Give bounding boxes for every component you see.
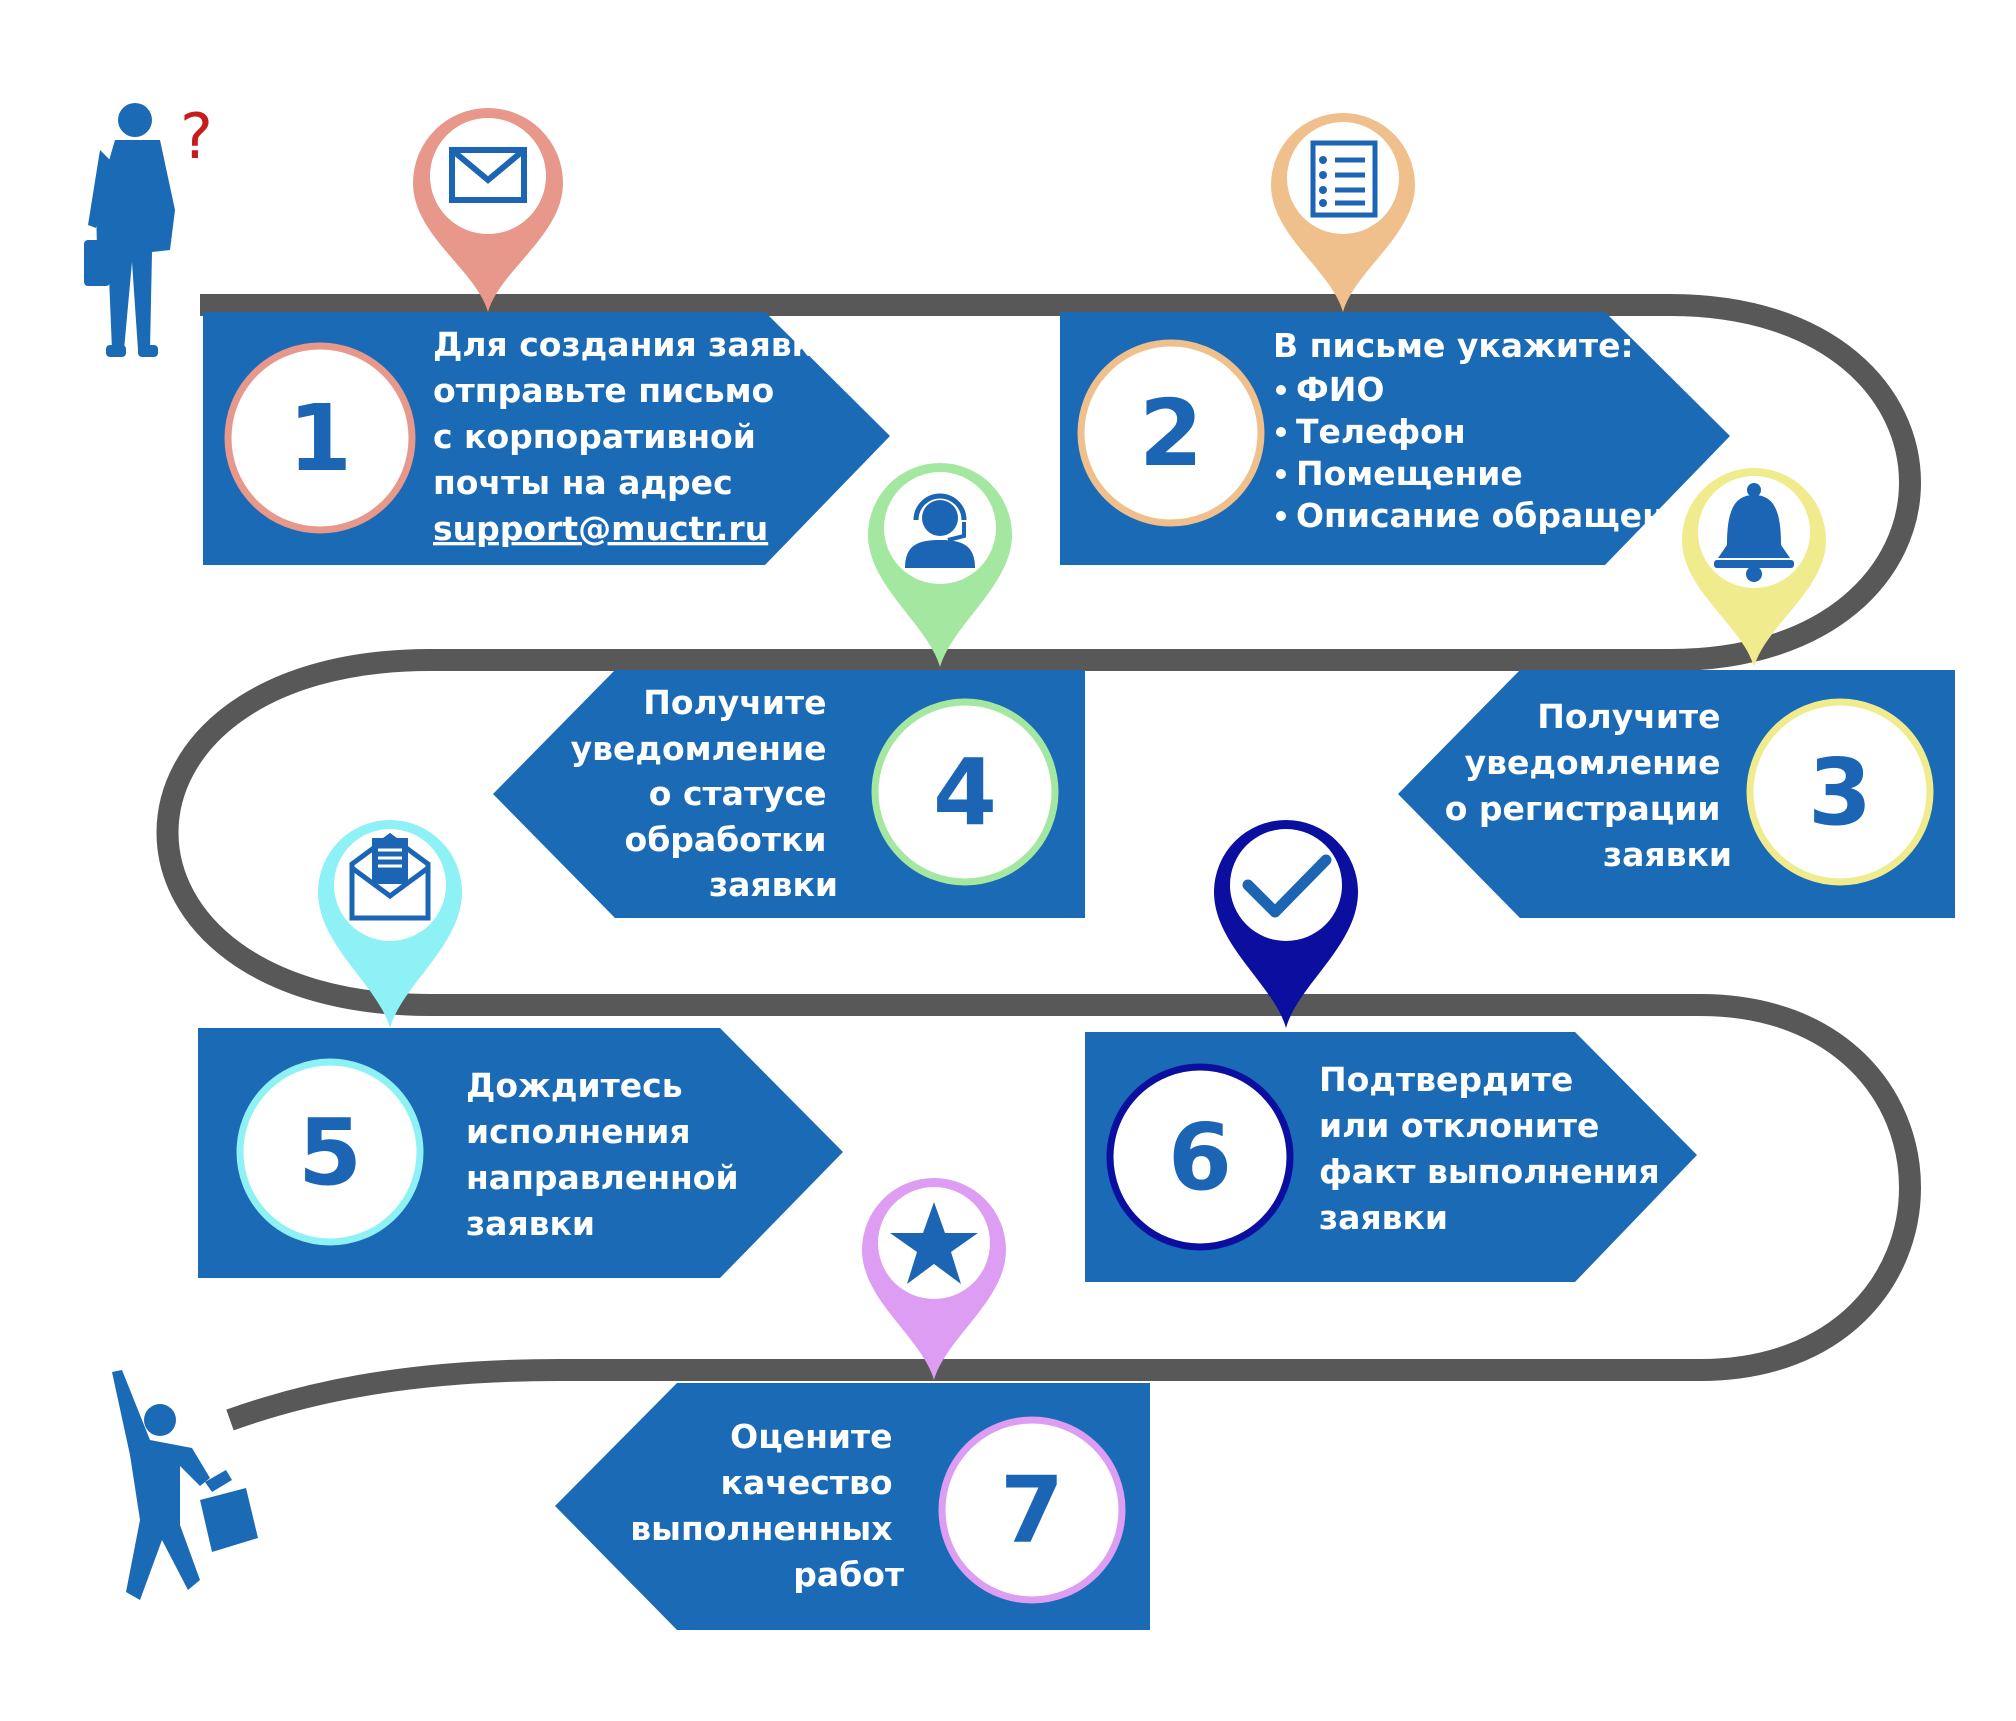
bullet-room: Помещение <box>1296 454 1523 493</box>
step-4-text: Получите уведомление о статусе обработки… <box>571 683 838 904</box>
step-2-number: 2 <box>1139 380 1203 487</box>
road <box>156 294 1921 1431</box>
bullet-phone: Телефон <box>1296 412 1466 451</box>
headset-operator-icon <box>905 493 975 568</box>
step-5-number: 5 <box>298 1099 362 1206</box>
step-1-number-ring <box>224 342 416 534</box>
person-question-icon <box>84 103 175 357</box>
list-icon <box>1310 140 1378 218</box>
checkmark-icon <box>1242 854 1332 918</box>
envelope-icon <box>449 147 527 203</box>
step-6-number: 6 <box>1168 1104 1232 1211</box>
step-5-number-ring <box>236 1058 424 1246</box>
step-2-heading: В письме укажите: <box>1273 326 1634 365</box>
bell-icon <box>1714 483 1794 582</box>
step-6-text: Подтвердите или отклоните факт выполнени… <box>1319 1060 1671 1237</box>
step-4-number: 4 <box>933 739 997 846</box>
step-5: 5 Дождитесь исполнения направленной заяв… <box>198 820 843 1278</box>
step-3-text: Получите уведомление о регистрации заявк… <box>1445 697 1732 874</box>
step-5-text: Дождитесь исполнения направленной заявки <box>466 1066 750 1243</box>
step-3-number-ring <box>1746 698 1934 886</box>
step-7-number: 7 <box>1000 1457 1064 1564</box>
step-6-number-ring <box>1106 1063 1294 1251</box>
step-6: 6 Подтвердите или отклоните факт выполне… <box>1085 820 1697 1282</box>
support-email-link[interactable]: support@muctr.ru <box>433 509 768 548</box>
bullet-description: Описание обращения <box>1296 496 1709 535</box>
step-3-number: 3 <box>1808 739 1872 846</box>
open-envelope-letter-icon <box>349 832 431 921</box>
step-2-bullets: ФИО Телефон Помещение Описание обращения <box>1276 370 1709 535</box>
step-4: 4 Получите уведомление о статусе обработ… <box>493 463 1085 918</box>
question-mark: ? <box>180 100 213 173</box>
step-7-text: Оцените качество выполненных работ <box>630 1417 904 1594</box>
step-3: 3 Получите уведомление о регистрации зая… <box>1398 468 1955 918</box>
step-4-number-ring <box>871 698 1059 886</box>
person-jumping-icon <box>112 1370 258 1600</box>
step-7-number-ring <box>938 1416 1126 1604</box>
step-2: 2 В письме укажите: ФИО Телефон Помещени… <box>1060 113 1730 565</box>
step-7: 7 Оцените качество выполненных работ <box>555 1178 1150 1630</box>
step-1-number: 1 <box>288 385 352 492</box>
step-2-number-ring <box>1077 339 1265 527</box>
step-1: 1 Для создания заявки отправьте письмо с… <box>203 108 890 565</box>
step-1-text: Для создания заявки отправьте письмо с к… <box>433 325 849 502</box>
bullet-fio: ФИО <box>1296 370 1384 409</box>
star-icon <box>890 1202 978 1284</box>
